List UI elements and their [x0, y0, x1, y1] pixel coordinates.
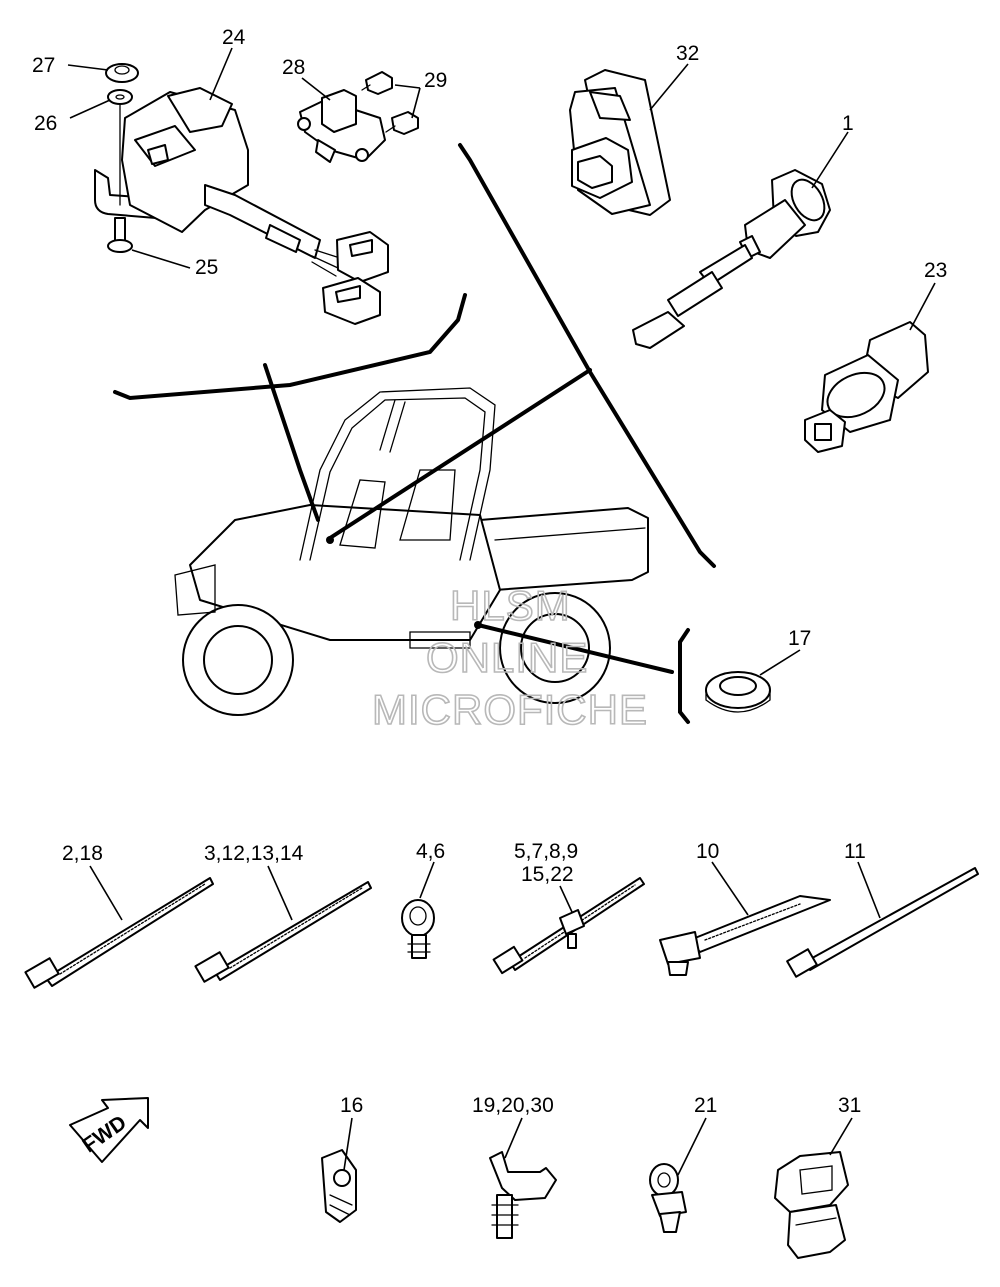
- callout-24: 24: [222, 26, 246, 49]
- callout-labels: 27 26 25 24 28 29 32 1 23 17 2,18 3,12,1…: [32, 26, 947, 1117]
- part-28-sensor: [297, 89, 386, 163]
- part-19-20-30-clamp: [489, 1151, 557, 1239]
- callout-27: 27: [32, 54, 55, 77]
- watermark: HLSM ONLINE MICROFICHE: [371, 581, 648, 734]
- watermark-line1: HLSM: [450, 582, 571, 629]
- utv-vehicle-outline: [174, 387, 649, 716]
- callout-31: 31: [838, 1094, 861, 1117]
- part-26-washer: [107, 89, 133, 105]
- callout-19-20-30: 19,20,30: [472, 1094, 554, 1117]
- callout-1: 1: [842, 112, 854, 135]
- part-3-12-13-14-cable-tie: [194, 881, 372, 983]
- callout-32: 32: [676, 42, 699, 65]
- part-1-socket: [632, 169, 831, 349]
- callout-23: 23: [924, 259, 947, 282]
- callout-15-22: 15,22: [521, 863, 574, 886]
- part-4-6-clamp: [401, 899, 435, 959]
- part-16-clip: [321, 1149, 357, 1223]
- fwd-direction-arrow: FWD: [69, 1097, 149, 1163]
- part-17-grommet: [705, 671, 771, 713]
- part-2-18-cable-tie: [24, 877, 214, 989]
- callout-3-12-13-14: 3,12,13,14: [204, 842, 304, 865]
- callout-21: 21: [694, 1094, 717, 1117]
- callout-11: 11: [844, 840, 866, 863]
- part-23-pressure-switch: [804, 321, 929, 453]
- part-32-switch: [569, 69, 671, 216]
- part-24-switch-assembly: [94, 87, 389, 325]
- part-25-bolt: [107, 217, 133, 253]
- callout-2-18: 2,18: [62, 842, 103, 865]
- watermark-line3: MICROFICHE: [372, 686, 648, 733]
- part-31-clamp: [774, 1151, 849, 1259]
- part-11-cable-tie: [786, 867, 979, 978]
- part-5-7-8-9-15-22-tie-mount: [492, 877, 645, 975]
- callout-10: 10: [696, 840, 719, 863]
- watermark-line2: ONLINE: [426, 634, 588, 681]
- part-21-clip: [649, 1163, 687, 1233]
- part-27-nut: [105, 63, 139, 83]
- callout-leaders: [67, 47, 936, 1176]
- callout-26: 26: [34, 112, 57, 135]
- callout-25: 25: [195, 256, 218, 279]
- callout-29: 29: [424, 69, 447, 92]
- callout-16: 16: [340, 1094, 363, 1117]
- detail-brackets: [113, 143, 716, 724]
- callout-17: 17: [788, 627, 811, 650]
- callout-4-6: 4,6: [416, 840, 445, 863]
- part-10-tie-clip: [659, 895, 831, 976]
- callout-28: 28: [282, 56, 305, 79]
- callout-5-7-8-9: 5,7,8,9: [514, 840, 578, 863]
